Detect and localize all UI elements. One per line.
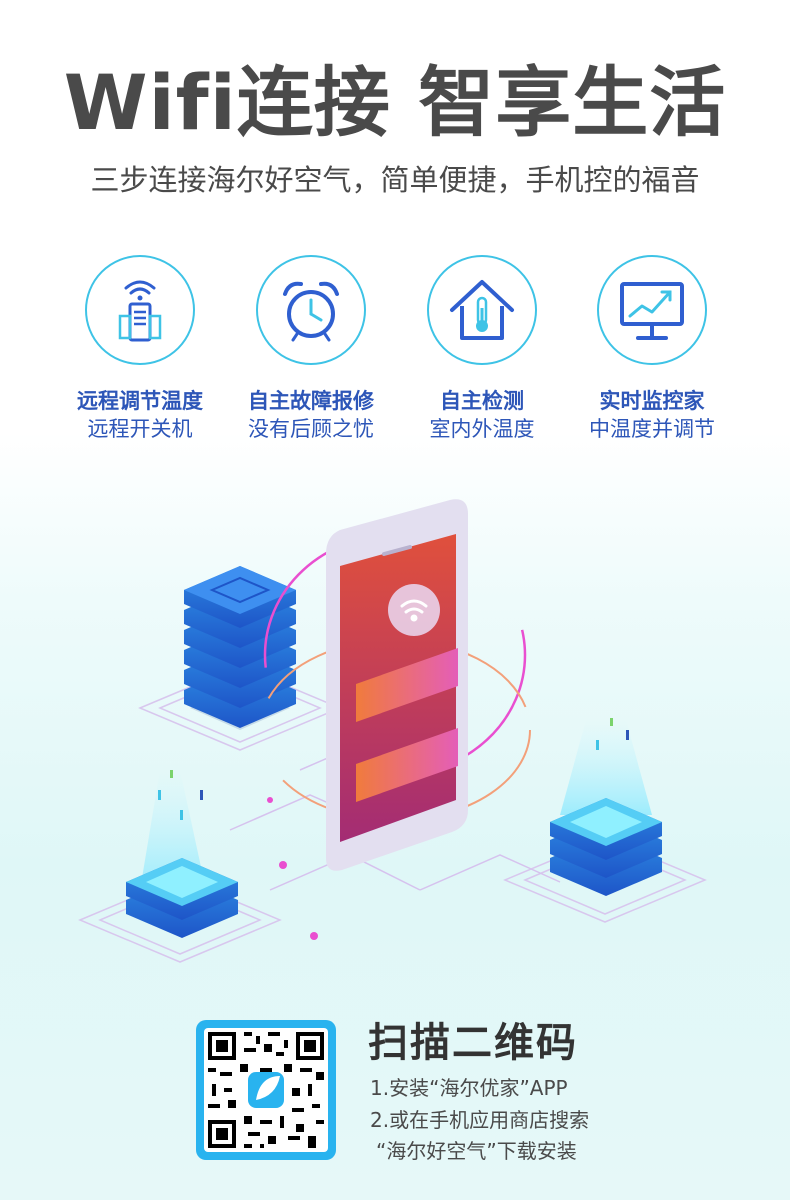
- wifi-icon: [400, 599, 428, 622]
- feature-icon-ring: [256, 255, 366, 365]
- feature-icon-ring: [427, 255, 537, 365]
- feature-self-repair: 自主故障报修 没有后顾之忧: [221, 255, 401, 443]
- feature-subtitle: 室内外温度: [429, 417, 535, 441]
- feature-realtime-monitor: 实时监控家 中温度并调节: [562, 255, 742, 443]
- page-title: Wifi连接 智享生活: [63, 58, 727, 147]
- feature-title: 远程调节温度: [77, 389, 203, 413]
- feature-self-detect: 自主检测 室内外温度: [392, 255, 572, 443]
- feature-subtitle: 没有后顾之忧: [248, 417, 374, 441]
- scan-step-3: “海尔好空气”下载安装: [376, 1139, 577, 1163]
- feature-subtitle: 中温度并调节: [589, 417, 715, 441]
- page-subtitle: 三步连接海尔好空气，简单便捷，手机控的福音: [90, 163, 700, 197]
- server-stack-small-right: [550, 720, 662, 896]
- qr-code[interactable]: [196, 1020, 336, 1160]
- smart-home-illustration: [78, 499, 707, 963]
- feature-title: 实时监控家: [599, 389, 705, 413]
- wifi-air-purifier-icon: [118, 280, 162, 342]
- feature-title: 自主检测: [440, 389, 524, 413]
- feature-remote-temperature: 远程调节温度 远程开关机: [50, 255, 230, 443]
- feature-list: 远程调节温度 远程开关机 自主故障报修 没有后顾之忧: [0, 255, 790, 455]
- sparkle-particles: [158, 718, 629, 940]
- monitor-chart-icon: [620, 282, 684, 340]
- qr-code-pattern: [208, 1032, 324, 1148]
- feature-subtitle: 远程开关机: [87, 417, 193, 441]
- alarm-clock-icon: [283, 281, 339, 342]
- feature-title: 自主故障报修: [248, 389, 374, 413]
- feature-icon-ring: [597, 255, 707, 365]
- smartphone-illustration: [326, 499, 468, 871]
- server-stack-large: [184, 566, 296, 730]
- scan-step-2: 2.或在手机应用商店搜索: [370, 1108, 590, 1132]
- server-stack-small-left: [126, 770, 238, 938]
- house-thermometer-icon: [450, 280, 514, 340]
- scan-step-1: 1.安装“海尔优家”APP: [370, 1076, 568, 1100]
- scan-qr-title: 扫描二维码: [368, 1020, 578, 1066]
- feature-icon-ring: [85, 255, 195, 365]
